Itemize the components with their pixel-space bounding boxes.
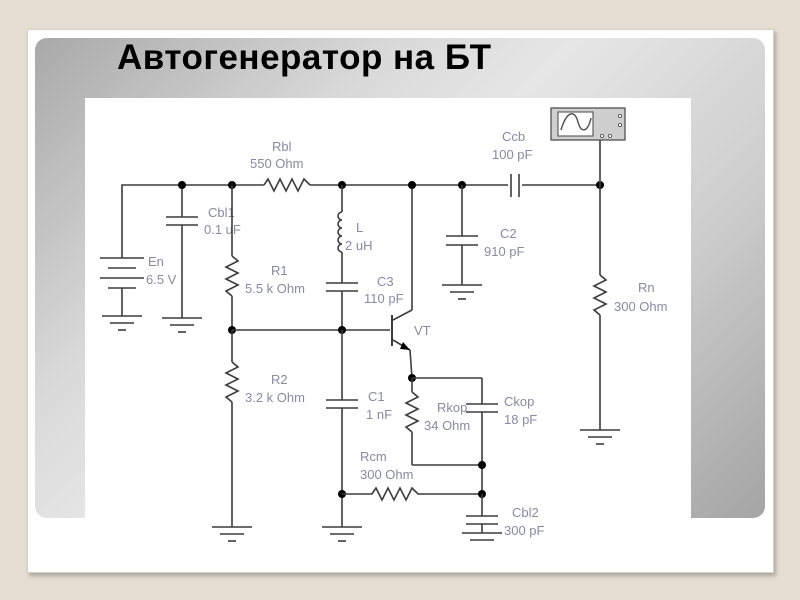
c1-label: C1	[368, 389, 385, 404]
resistor-r2: R2 3.2 k Ohm	[212, 330, 305, 542]
ckop-value: 18 pF	[504, 412, 537, 427]
l-value: 2 uH	[345, 238, 372, 253]
schematic-canvas: En 6.5 V Cbl1 0.1 uF Rbl 550 Ohm R1 5.5 …	[85, 98, 691, 548]
slide-title: Автогенератор на БТ	[117, 38, 492, 77]
en-value: 6.5 V	[146, 272, 177, 287]
cbl2-label: Cbl2	[512, 505, 539, 520]
resistor-r1: R1 5.5 k Ohm	[224, 185, 305, 330]
inductor-l: L 2 uH	[337, 185, 372, 283]
resistor-rbl: Rbl 550 Ohm	[250, 139, 311, 193]
resistor-rcm: Rcm 300 Ohm	[342, 449, 482, 502]
rkop-label: Rkop	[437, 400, 467, 415]
cbl2-value: 300 pF	[504, 523, 545, 538]
resistor-rkop: Rkop 34 Ohm	[404, 378, 482, 466]
c3-value: 110 pF	[364, 291, 404, 306]
capacitor-cbl1: Cbl1 0.1 uF	[162, 185, 241, 333]
resistor-rn: Rn 300 Ohm	[580, 185, 667, 445]
ckop-label: Ckop	[504, 394, 534, 409]
rcm-label: Rcm	[360, 449, 387, 464]
capacitor-ccb: Ccb 100 pF	[492, 129, 533, 197]
junction-dot	[408, 181, 416, 189]
r1-label: R1	[271, 263, 288, 278]
vt-label: VT	[414, 323, 431, 338]
capacitor-c3: C3 110 pF	[326, 274, 404, 330]
transistor-vt: VT	[391, 185, 431, 379]
ccb-value: 100 pF	[492, 147, 533, 162]
capacitor-c1: C1 1 nF	[322, 330, 392, 542]
rbl-label: Rbl	[272, 139, 292, 154]
l-label: L	[356, 220, 363, 235]
rkop-value: 34 Ohm	[424, 418, 470, 433]
en-label: En	[148, 254, 164, 269]
junction-dot	[178, 181, 186, 189]
junction-dot	[478, 461, 486, 469]
battery-en: En 6.5 V	[100, 254, 177, 331]
oscilloscope-icon[interactable]	[550, 107, 626, 185]
cbl1-value: 0.1 uF	[204, 222, 241, 237]
rbl-value: 550 Ohm	[250, 156, 303, 171]
rn-value: 300 Ohm	[614, 299, 667, 314]
ccb-label: Ccb	[502, 129, 525, 144]
r2-value: 3.2 k Ohm	[245, 390, 305, 405]
c2-value: 910 pF	[484, 244, 525, 259]
capacitor-c2: C2 910 pF	[442, 185, 525, 300]
capacitor-cbl2: Cbl2 300 pF	[462, 494, 545, 541]
c2-label: C2	[500, 226, 517, 241]
rcm-value: 300 Ohm	[360, 467, 413, 482]
circuit-diagram: En 6.5 V Cbl1 0.1 uF Rbl 550 Ohm R1 5.5 …	[100, 107, 667, 542]
rn-label: Rn	[638, 280, 655, 295]
c3-label: C3	[377, 274, 394, 289]
r2-label: R2	[271, 372, 288, 387]
r1-value: 5.5 k Ohm	[245, 281, 305, 296]
cbl1-label: Cbl1	[208, 205, 235, 220]
capacitor-ckop: Ckop 18 pF	[412, 377, 537, 494]
c1-value: 1 nF	[366, 407, 392, 422]
